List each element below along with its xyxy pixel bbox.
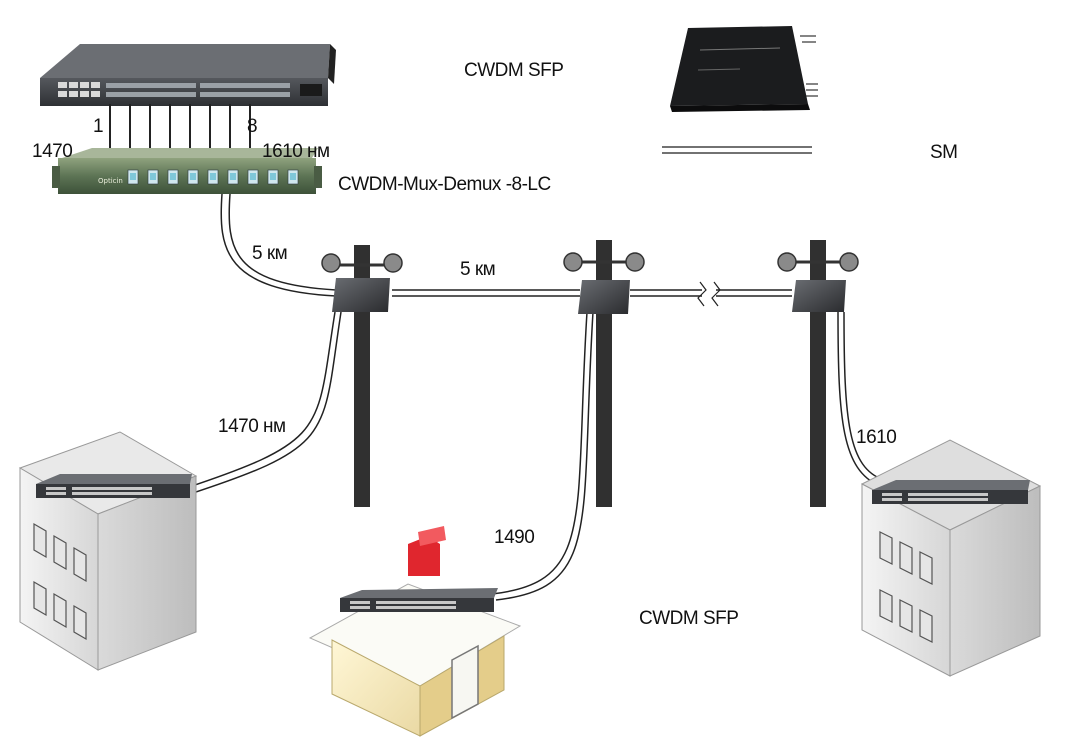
building-right	[860, 439, 1042, 677]
label-dist-span: 5 км	[460, 259, 495, 280]
label-cwdm-sfp-bottom: CWDM SFP	[639, 608, 738, 629]
splice-box-2	[578, 280, 630, 314]
label-port-first: 1	[93, 116, 103, 137]
cwdm-switch-top	[40, 44, 336, 106]
label-cwdm-sfp-top: CWDM SFP	[464, 60, 563, 81]
mux-brand: Opticin	[98, 177, 123, 185]
label-port-last: 8	[247, 116, 257, 137]
building-left	[18, 431, 198, 671]
cable-break	[697, 281, 721, 307]
label-wl-1610-building: 1610	[856, 427, 896, 448]
sm-legend-line	[662, 146, 812, 154]
label-wl-1490-house: 1490	[494, 527, 534, 548]
label-dist-drop: 5 км	[252, 243, 287, 264]
cwdm-module-device	[670, 26, 818, 112]
label-wl-1610-right: 1610 нм	[262, 141, 330, 162]
label-wl-1470-left: 1470	[32, 141, 72, 162]
splice-box-3	[792, 280, 846, 312]
label-mux-demux: CWDM-Mux-Demux -8-LC	[338, 174, 551, 195]
label-sm: SM	[930, 142, 958, 163]
label-wl-1470-building: 1470 нм	[218, 416, 286, 437]
cwdm-mux-demux-unit: Opticin	[52, 148, 322, 194]
splice-box-1	[332, 278, 390, 312]
house	[308, 526, 522, 737]
fiber-cables	[185, 193, 885, 601]
